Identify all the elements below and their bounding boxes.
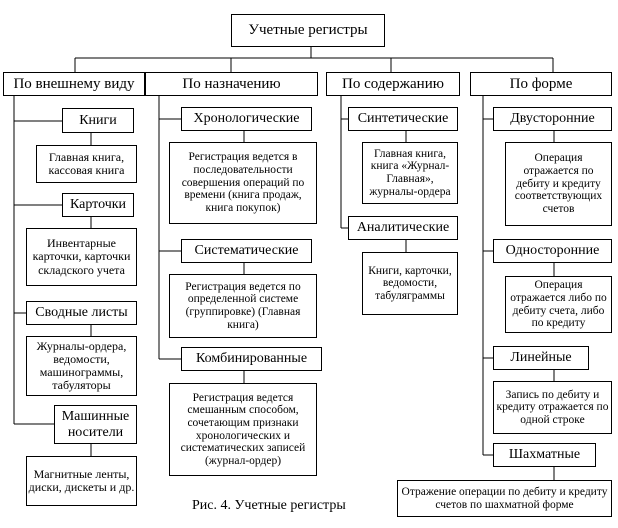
category-appearance: По внешнему виду bbox=[3, 72, 145, 96]
item-label: Систематические bbox=[194, 243, 299, 259]
item-description: Регистрация ведется в последовательности… bbox=[181, 151, 305, 214]
category-purpose: По назначению bbox=[145, 72, 318, 96]
item-label: Односторонние bbox=[505, 243, 600, 259]
item-summary-sheets: Сводные листы bbox=[26, 301, 137, 325]
item-label: Двусторонние bbox=[510, 111, 595, 127]
item-label: Карточки bbox=[69, 197, 127, 213]
item-combined: Комбинированные bbox=[181, 347, 322, 371]
item-description: Инвентарные карточки, карточки складског… bbox=[32, 236, 131, 277]
item-label: Сводные листы bbox=[35, 305, 128, 321]
item-label: Хронологические bbox=[193, 111, 300, 127]
item-description: Регистрация ведется смешанным способом, … bbox=[180, 391, 306, 467]
category-form: По форме bbox=[470, 72, 612, 96]
item-label: Синтетические bbox=[357, 111, 449, 127]
desc-linear: Запись по дебиту и кредиту отражается по… bbox=[493, 381, 612, 434]
category-label: По форме bbox=[509, 75, 573, 92]
item-label: Аналитические bbox=[356, 220, 450, 236]
item-machine-media: Машинные носители bbox=[54, 405, 137, 444]
item-description: Операция отражается по дебиту и кредиту … bbox=[514, 152, 603, 215]
item-label: Комбинированные bbox=[195, 351, 308, 367]
desc-systematic: Регистрация ведется по определенной сист… bbox=[169, 274, 317, 338]
desc-cards: Инвентарные карточки, карточки складског… bbox=[26, 228, 137, 286]
item-chess: Шахматные bbox=[493, 443, 596, 467]
desc-two-sided: Операция отражается по дебиту и кредиту … bbox=[505, 142, 612, 226]
desc-chronological: Регистрация ведется в последовательности… bbox=[169, 142, 317, 224]
item-chronological: Хронологические bbox=[181, 107, 312, 131]
item-label: Книги bbox=[79, 112, 117, 128]
item-description: Запись по дебиту и кредиту отражается по… bbox=[496, 388, 609, 426]
item-description: Главная книга, книга «Журнал-Главная», ж… bbox=[369, 147, 451, 198]
item-description: Книги, карточки, ведомости, табуляграммы bbox=[368, 264, 452, 302]
item-two-sided: Двусторонние bbox=[493, 107, 612, 131]
desc-analytical: Книги, карточки, ведомости, табуляграммы bbox=[362, 252, 458, 315]
item-systematic: Систематические bbox=[181, 239, 312, 263]
item-cards: Карточки bbox=[62, 193, 134, 217]
desc-books: Главная книга, кассовая книга bbox=[36, 145, 137, 183]
category-content: По содержанию bbox=[326, 72, 460, 96]
root-box: Учетные регистры bbox=[231, 14, 385, 47]
item-label: Машинные носители bbox=[61, 409, 130, 440]
desc-summary-sheets: Журналы-ордера, ведомости, машинограммы,… bbox=[26, 336, 137, 396]
category-label: По содержанию bbox=[342, 75, 444, 92]
figure-caption: Рис. 4. Учетные регистры bbox=[192, 498, 346, 513]
item-analytical: Аналитические bbox=[348, 216, 458, 240]
desc-combined: Регистрация ведется смешанным способом, … bbox=[169, 383, 317, 476]
item-description: Регистрация ведется по определенной сист… bbox=[185, 280, 301, 331]
item-description: Главная книга, кассовая книга bbox=[48, 149, 125, 177]
item-synthetic: Синтетические bbox=[348, 107, 458, 131]
desc-machine-media: Магнитные ленты, диски, дискеты и др. bbox=[26, 456, 137, 506]
item-books: Книги bbox=[62, 108, 134, 133]
item-one-sided: Односторонние bbox=[493, 239, 612, 263]
item-linear: Линейные bbox=[493, 346, 589, 370]
item-label: Линейные bbox=[510, 350, 572, 366]
item-description: Журналы-ордера, ведомости, машинограммы,… bbox=[36, 338, 127, 393]
item-description: Операция отражается либо по дебиту счета… bbox=[510, 279, 607, 330]
category-label: По назначению bbox=[182, 75, 281, 92]
item-description: Отражение операции по дебиту и кредиту с… bbox=[401, 485, 608, 511]
desc-chess: Отражение операции по дебиту и кредиту с… bbox=[397, 480, 612, 517]
item-description: Магнитные ленты, диски, дискеты и др. bbox=[28, 466, 135, 494]
desc-one-sided: Операция отражается либо по дебиту счета… bbox=[505, 276, 612, 333]
item-label: Шахматные bbox=[508, 447, 581, 463]
root-label: Учетные регистры bbox=[248, 22, 368, 39]
category-label: По внешнему виду bbox=[13, 75, 135, 92]
desc-synthetic: Главная книга, книга «Журнал-Главная», ж… bbox=[362, 142, 458, 204]
